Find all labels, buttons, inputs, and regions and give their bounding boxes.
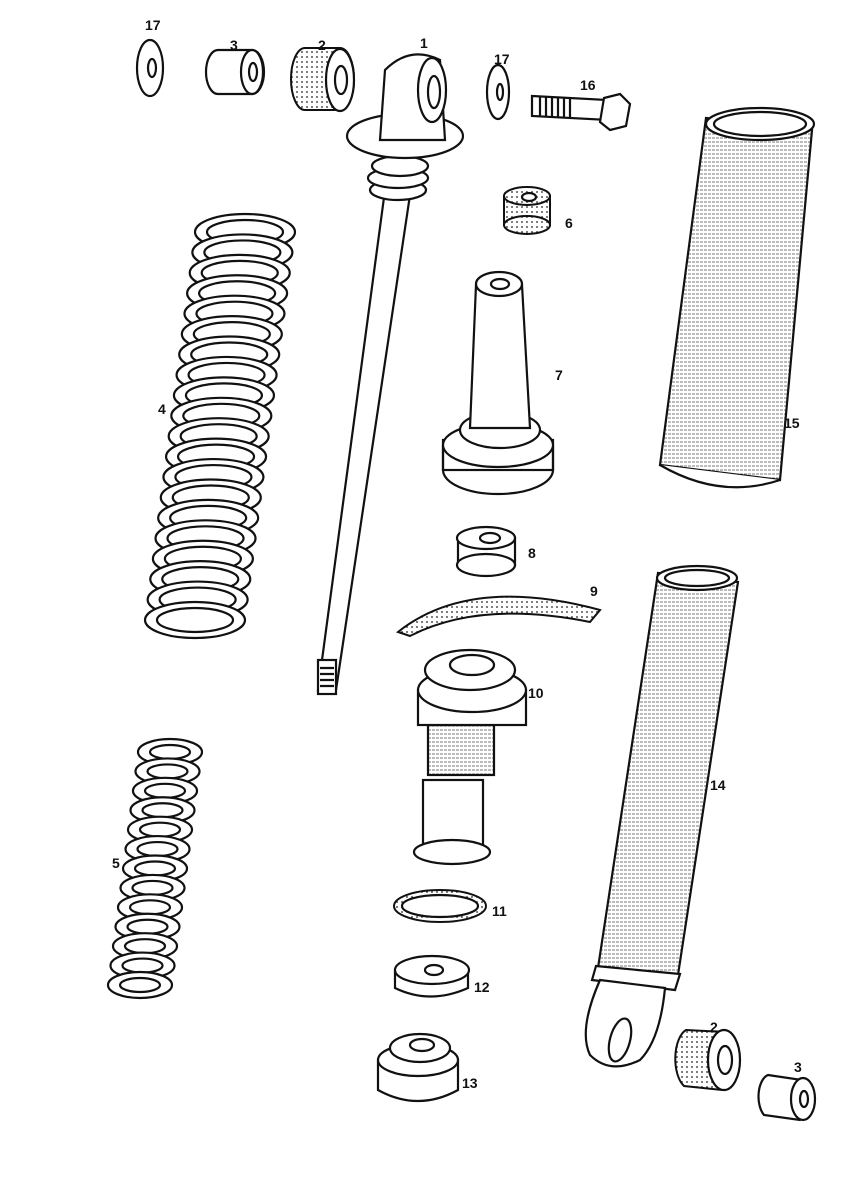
label-16: 16: [580, 77, 596, 93]
spring-coil: [106, 970, 174, 1000]
rubber-bush-2-top: [290, 47, 356, 113]
label-8: 8: [528, 545, 536, 561]
nut-12: [393, 954, 471, 998]
washer-17-left: [135, 38, 165, 98]
cylinder-14: [584, 564, 740, 1068]
label-15: 15: [784, 415, 800, 431]
label-17-left: 17: [145, 17, 161, 33]
bushing-3-top: [204, 48, 266, 96]
spring-coil: [155, 606, 235, 634]
label-13: 13: [462, 1075, 478, 1091]
washer-17-right: [485, 63, 511, 121]
label-1: 1: [420, 35, 428, 51]
label-6: 6: [565, 215, 573, 231]
bushing-3-bottom: [757, 1073, 817, 1122]
gland-10: [412, 648, 528, 866]
label-9: 9: [590, 583, 598, 599]
label-3-top: 3: [230, 37, 238, 53]
bush-8: [455, 525, 517, 578]
rubber-bush-6: [503, 186, 551, 235]
ring-11: [393, 889, 487, 923]
label-2-bottom: 2: [710, 1019, 718, 1035]
bolt-16: [530, 92, 632, 132]
label-14: 14: [710, 777, 726, 793]
label-7: 7: [555, 367, 563, 383]
label-12: 12: [474, 979, 490, 995]
label-11: 11: [492, 903, 507, 919]
label-17-right: 17: [494, 51, 510, 67]
piston-rod-1: [316, 53, 465, 696]
felt-strip-9: [395, 595, 602, 638]
guide-7: [441, 270, 555, 496]
spring-5: [106, 737, 204, 1000]
label-5: 5: [112, 855, 120, 871]
outer-cover-15: [658, 106, 816, 489]
label-10: 10: [528, 685, 544, 701]
spring-4: [143, 212, 297, 640]
label-3-bottom: 3: [794, 1059, 802, 1075]
spring-coil: [118, 976, 162, 994]
label-4: 4: [158, 401, 166, 417]
rubber-bush-2-bottom: [674, 1028, 742, 1092]
label-2-top: 2: [318, 37, 326, 53]
cap-13: [376, 1032, 460, 1103]
